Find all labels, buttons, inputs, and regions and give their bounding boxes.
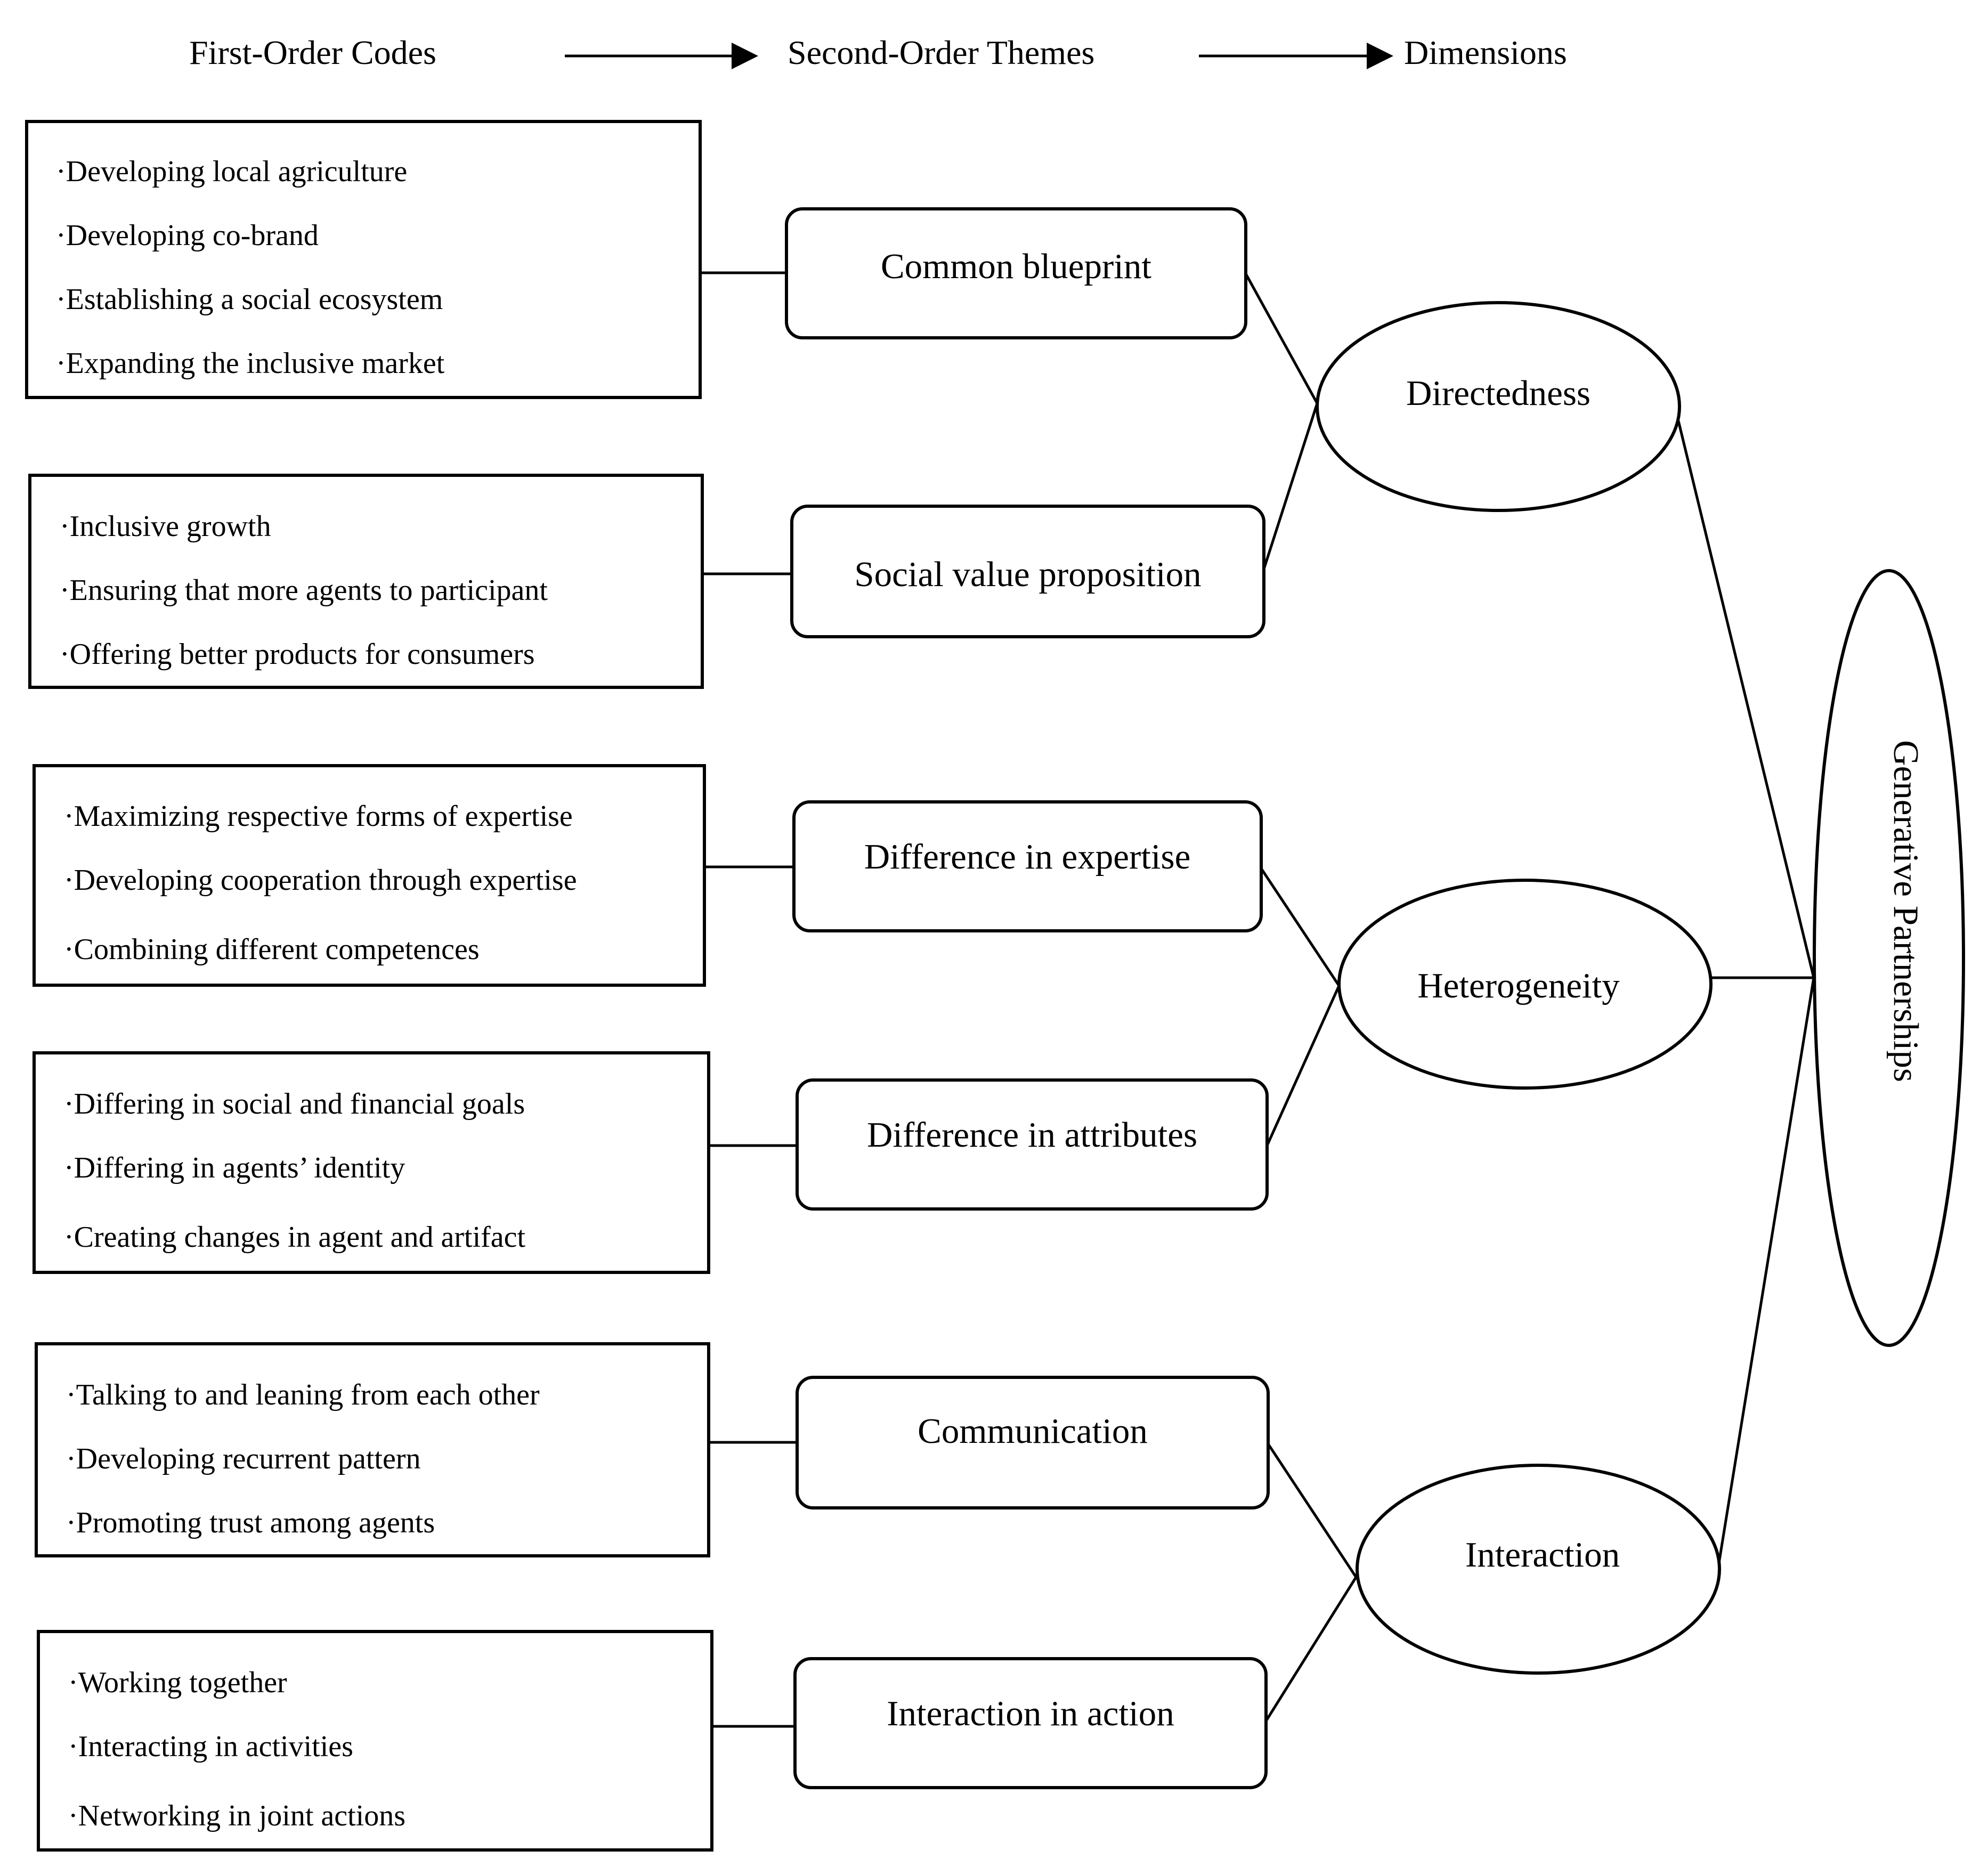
theme-label: Difference in attributes [867,1115,1197,1155]
dimension-ellipse [1316,301,1681,512]
dimension-label: Directedness [1406,374,1591,413]
theme-label: Social value proposition [854,555,1201,594]
connector-dim-3 [1717,977,1815,1567]
code-item: ·Ensuring that more agents to participan… [60,574,548,607]
dimension-ellipse [1337,879,1713,1090]
code-item: ·Combining different competences [64,933,480,966]
code-item: ·Maximizing respective forms of expertis… [64,800,573,833]
theme-box [792,800,1263,932]
code-item: ·Developing cooperation through expertis… [64,864,577,897]
code-box [35,1342,710,1557]
code-item: ·Developing recurrent pattern [66,1442,420,1475]
theme-box [796,1078,1269,1211]
connector-theme-1 [1244,272,1319,404]
code-item: ·Talking to and leaning from each other [66,1378,540,1411]
code-box [28,474,704,689]
code-item: ·Interacting in activities [68,1730,353,1763]
dimension-ellipse [1356,1464,1721,1675]
connector-theme-6 [1264,1576,1358,1722]
code-item: ·Developing co-brand [56,219,319,252]
code-item: ·Establishing a social ecosystem [56,283,443,316]
connector-theme-3 [1259,866,1341,987]
code-item: ·Developing local agriculture [56,155,407,188]
code-item: ·Networking in joint actions [68,1799,405,1832]
aggregate-ellipse [1813,569,1965,1347]
header-second-order: Second-Order Themes [788,34,1094,71]
code-item: ·Promoting trust among agents [66,1506,435,1539]
code-item: ·Working together [68,1666,287,1699]
theme-box [790,505,1265,638]
code-item: ·Inclusive growth [60,510,271,543]
theme-label: Common blueprint [881,247,1151,286]
code-item: ·Expanding the inclusive market [56,347,445,380]
theme-label: Interaction in action [887,1694,1174,1733]
theme-box [796,1376,1270,1509]
connector-theme-5 [1267,1443,1358,1578]
connector-theme-2 [1262,403,1319,570]
theme-box [785,207,1247,339]
code-item: ·Offering better products for consumers [60,638,535,671]
header-first-order: First-Order Codes [189,34,436,71]
code-item: ·Differing in social and financial goals [64,1087,525,1121]
aggregate-label: Generative Partnerships [1886,740,1926,1082]
code-box [25,120,702,399]
code-box [33,1051,710,1274]
theme-label: Difference in expertise [864,837,1191,876]
header-dimensions: Dimensions [1404,34,1567,71]
theme-box [793,1657,1268,1789]
code-box [37,1630,713,1852]
code-item: ·Creating changes in agent and artifact [64,1221,526,1254]
theme-label: Communication [918,1411,1148,1451]
dimension-label: Heterogeneity [1417,966,1620,1005]
code-box [33,764,706,987]
code-item: ·Differing in agents’ identity [64,1151,405,1184]
connector-theme-4 [1265,985,1341,1147]
dimension-label: Interaction [1465,1535,1620,1574]
connector-dim-1 [1677,420,1815,978]
